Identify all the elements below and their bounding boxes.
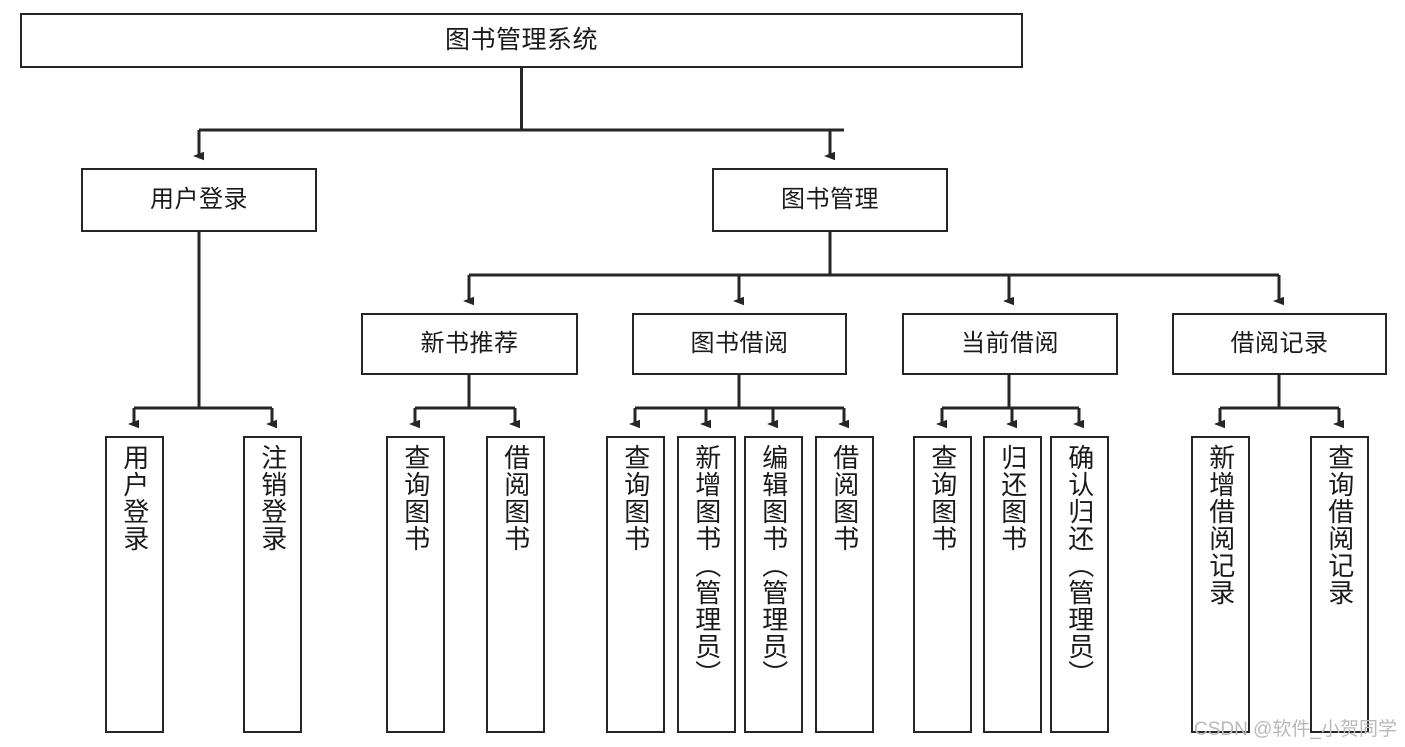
node-leaf-add-record[interactable]: 新增借阅记录: [1191, 436, 1250, 733]
node-root[interactable]: 图书管理系统: [20, 13, 1023, 68]
node-leaf-query-book-2[interactable]: 查询图书: [606, 436, 665, 733]
node-new-book-recommend[interactable]: 新书推荐: [361, 313, 578, 375]
watermark: CSDN @软件_小贺同学: [1194, 719, 1397, 740]
node-current-borrow[interactable]: 当前借阅: [902, 313, 1118, 375]
node-leaf-return-book-label: 归还图书: [997, 444, 1028, 552]
node-leaf-user-login-label: 用户登录: [119, 444, 150, 552]
node-leaf-user-login[interactable]: 用户登录: [105, 436, 164, 733]
node-leaf-confirm-return-label: 确认归还（管理员）: [1064, 444, 1095, 687]
node-user-login[interactable]: 用户登录: [81, 168, 317, 232]
node-book-borrow[interactable]: 图书借阅: [632, 313, 847, 375]
node-leaf-add-book-label: 新增图书（管理员）: [691, 444, 722, 687]
node-leaf-logout-login-label: 注销登录: [257, 444, 288, 552]
node-leaf-add-book[interactable]: 新增图书（管理员）: [677, 436, 736, 733]
node-leaf-query-record-label: 查询借阅记录: [1324, 444, 1355, 606]
node-leaf-borrow-book-2-label: 借阅图书: [829, 444, 860, 552]
node-leaf-edit-book-label: 编辑图书（管理员）: [758, 444, 789, 687]
node-borrow-record[interactable]: 借阅记录: [1172, 313, 1387, 375]
node-leaf-borrow-book-1-label: 借阅图书: [500, 444, 531, 552]
node-book-borrow-label: 图书借阅: [690, 330, 789, 358]
node-leaf-borrow-book-2[interactable]: 借阅图书: [815, 436, 874, 733]
node-leaf-query-book-3-label: 查询图书: [927, 444, 958, 552]
node-leaf-query-record[interactable]: 查询借阅记录: [1310, 436, 1369, 733]
node-leaf-query-book-3[interactable]: 查询图书: [913, 436, 972, 733]
node-root-label: 图书管理系统: [444, 26, 598, 54]
node-leaf-logout-login[interactable]: 注销登录: [243, 436, 302, 733]
node-leaf-query-book-1[interactable]: 查询图书: [386, 436, 445, 733]
node-leaf-borrow-book-1[interactable]: 借阅图书: [486, 436, 545, 733]
node-leaf-query-book-1-label: 查询图书: [400, 444, 431, 552]
node-user-login-label: 用户登录: [150, 186, 248, 214]
node-book-manage-label: 图书管理: [781, 186, 879, 214]
node-new-book-recommend-label: 新书推荐: [420, 330, 519, 358]
node-current-borrow-label: 当前借阅: [961, 330, 1059, 358]
node-book-manage[interactable]: 图书管理: [712, 168, 948, 232]
node-borrow-record-label: 借阅记录: [1230, 330, 1329, 358]
node-leaf-confirm-return[interactable]: 确认归还（管理员）: [1050, 436, 1109, 733]
node-leaf-query-book-2-label: 查询图书: [620, 444, 651, 552]
node-leaf-edit-book[interactable]: 编辑图书（管理员）: [744, 436, 803, 733]
node-leaf-add-record-label: 新增借阅记录: [1205, 444, 1236, 606]
node-leaf-return-book[interactable]: 归还图书: [983, 436, 1042, 733]
